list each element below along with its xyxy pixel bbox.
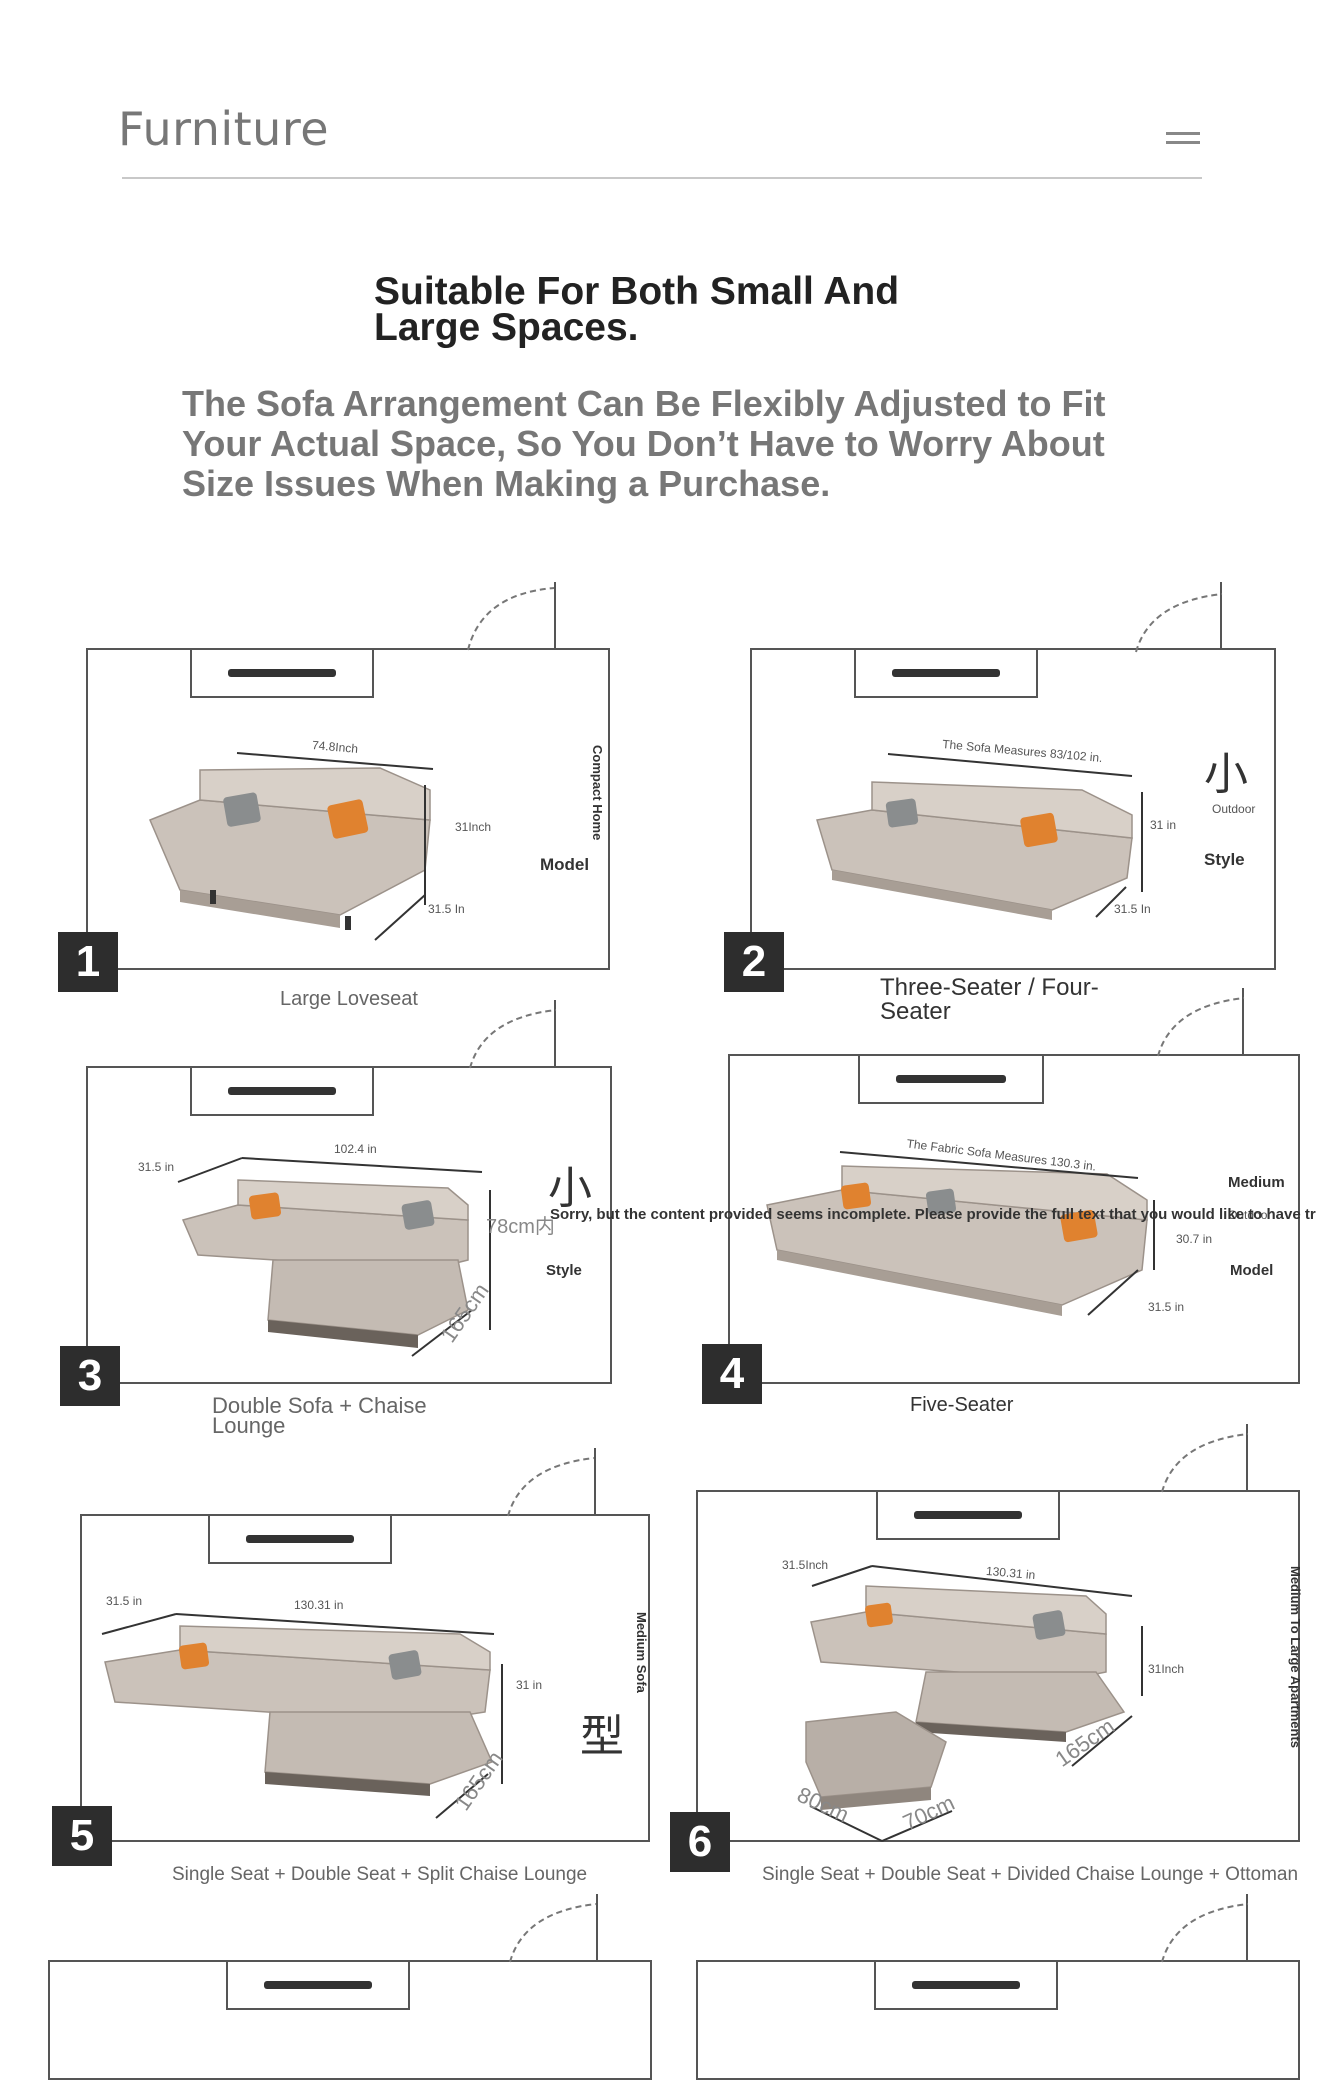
overlay-error-text: Sorry, but the content provided seems in… bbox=[550, 1206, 1316, 1223]
tv-stand bbox=[226, 1960, 410, 2010]
room-doorway bbox=[1242, 988, 1300, 1056]
side-small-label: Outdoor bbox=[1212, 802, 1256, 816]
side-vertical-label: Medium Sofa bbox=[634, 1612, 649, 1693]
dim-height: 78cm内 bbox=[486, 1216, 555, 1238]
dimension-lines bbox=[236, 752, 434, 941]
door-swing bbox=[1161, 1433, 1249, 1493]
dim-left-depth: 31.5 in bbox=[106, 1594, 143, 1608]
dimension-lines bbox=[839, 1151, 1155, 1316]
layout-number-badge: 2 bbox=[724, 932, 784, 992]
dimension-lines bbox=[809, 1565, 1143, 1842]
dim-height: 31Inch bbox=[455, 820, 492, 834]
layout-number-badge: 3 bbox=[60, 1346, 120, 1406]
layout-caption: Single Seat + Double Seat + Split Chaise… bbox=[172, 1864, 588, 1885]
side-small-label: Outdoor bbox=[1228, 1208, 1272, 1222]
tv-stand bbox=[858, 1054, 1044, 1104]
room-doorway bbox=[1246, 1894, 1300, 1962]
room-doorway bbox=[1246, 1424, 1300, 1492]
tv-stand bbox=[190, 1066, 374, 1116]
side-top-label: Medium bbox=[1228, 1174, 1285, 1191]
header-divider bbox=[122, 177, 1202, 179]
sofa-illustration bbox=[816, 781, 1133, 920]
tv-stand bbox=[854, 648, 1038, 698]
tv-stand bbox=[876, 1490, 1060, 1540]
room-doorway bbox=[554, 582, 610, 650]
door-swing bbox=[507, 1457, 595, 1517]
side-label: Model bbox=[1230, 1262, 1274, 1279]
side-vertical-label: Compact Home bbox=[590, 745, 605, 841]
dimension-lines bbox=[101, 1613, 503, 1819]
side-vertical-label: Medium To Large Apartments bbox=[1288, 1566, 1303, 1749]
layout-number-badge: 1 bbox=[58, 932, 118, 992]
door-swing bbox=[1135, 593, 1223, 653]
brand-logo[interactable]: Furniture bbox=[118, 102, 330, 156]
layout-number-badge: 4 bbox=[702, 1344, 762, 1404]
door-swing bbox=[467, 587, 555, 651]
layout-number-badge: 6 bbox=[670, 1812, 730, 1872]
layout-caption: Double Sofa + Chaise Lounge bbox=[212, 1393, 427, 1438]
layout-caption: Single Seat + Double Seat + Divided Chai… bbox=[762, 1864, 1299, 1885]
section-subhead: The Sofa Arrangement Can Be Flexibly Adj… bbox=[182, 383, 1106, 504]
room-doorway bbox=[1220, 582, 1276, 650]
room-doorway bbox=[596, 1894, 652, 1962]
dim-left-depth: 31.5Inch bbox=[782, 1558, 829, 1572]
sofa-illustration bbox=[104, 1625, 494, 1796]
layout-caption: Large Loveseat bbox=[280, 988, 418, 1010]
sofa-illustration bbox=[805, 1585, 1126, 1810]
room-doorway bbox=[594, 1448, 650, 1516]
dim-height: 31Inch bbox=[1148, 1662, 1185, 1676]
hamburger-menu-icon[interactable] bbox=[1166, 132, 1200, 146]
layout-number-badge: 5 bbox=[52, 1806, 112, 1866]
dim-length: 130.31 in bbox=[294, 1598, 344, 1612]
dim-height: 31 in bbox=[1150, 818, 1177, 832]
side-label: Style bbox=[1204, 850, 1245, 869]
dim-height: 31 in bbox=[516, 1678, 543, 1692]
side-glyph: 小 bbox=[1204, 750, 1248, 799]
door-swing bbox=[469, 1009, 557, 1069]
tv-stand bbox=[190, 648, 374, 698]
room-doorway bbox=[554, 1000, 612, 1068]
dimension-lines bbox=[887, 753, 1143, 918]
side-glyph: 型 bbox=[580, 1712, 624, 1761]
door-swing bbox=[1157, 997, 1245, 1057]
dim-height: 30.7 in bbox=[1176, 1232, 1213, 1246]
side-label: Style bbox=[546, 1262, 582, 1279]
section-headline: Suitable For Both Small And Large Spaces… bbox=[374, 270, 900, 349]
door-swing bbox=[509, 1903, 597, 1963]
dimension-lines bbox=[177, 1157, 491, 1357]
dim-depth: 31.5 In bbox=[1114, 902, 1151, 916]
tv-stand bbox=[874, 1960, 1058, 2010]
tv-stand bbox=[208, 1514, 392, 1564]
dim-depth: 31.5 in bbox=[1148, 1300, 1185, 1314]
layout-caption: Five-Seater bbox=[910, 1394, 1014, 1416]
dim-left-depth: 31.5 in bbox=[138, 1160, 175, 1174]
dim-length: 102.4 in bbox=[334, 1142, 377, 1156]
door-swing bbox=[1161, 1903, 1249, 1963]
side-label: Model bbox=[540, 855, 590, 874]
sofa-illustration bbox=[181, 1179, 469, 1348]
dim-depth: 31.5 In bbox=[428, 902, 465, 916]
sofa-illustration bbox=[766, 1165, 1148, 1316]
layout-caption: Three-Seater / Four-Seater bbox=[880, 974, 1099, 1025]
side-glyph: 小 bbox=[548, 1164, 592, 1213]
